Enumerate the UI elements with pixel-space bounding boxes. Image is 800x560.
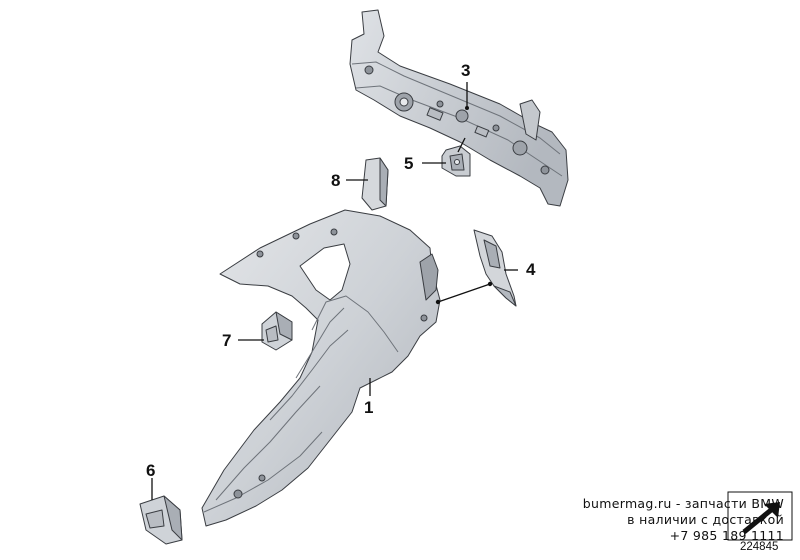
bmw-arrow-badge-icon xyxy=(727,491,793,541)
leader-2 xyxy=(437,283,491,303)
part-3-rear-panel-crossmember xyxy=(349,9,569,207)
watermark-line-3: +7 985 189 1111 xyxy=(669,528,784,543)
callout-1: 1 xyxy=(364,398,374,417)
callout-6: 6 xyxy=(146,461,156,480)
callout-7: 7 xyxy=(222,331,232,350)
watermark-line-1: bumermag.ru - запчасти BMW xyxy=(582,496,784,511)
watermark-line-2: в наличии с доставкой xyxy=(627,512,784,527)
part-1-side-panel xyxy=(201,209,441,527)
diagram-number: 224845 xyxy=(740,541,779,553)
part-4-pillar-inner xyxy=(473,229,517,307)
part-6-bracket xyxy=(139,495,183,545)
callout-5: 5 xyxy=(404,154,414,173)
callout-4: 4 xyxy=(526,260,536,279)
watermark-text: bumermag.ru - запчасти BMW в наличии с д… xyxy=(534,496,784,544)
callout-3: 3 xyxy=(461,61,471,80)
part-5-bracket xyxy=(441,145,471,177)
part-8-reinforcement-plate xyxy=(361,157,389,211)
callout-8: 8 xyxy=(331,171,341,190)
leader-lines xyxy=(151,82,518,500)
leader-dots xyxy=(435,106,493,305)
part-7-bracket xyxy=(261,311,293,351)
leader-5b xyxy=(457,137,466,153)
